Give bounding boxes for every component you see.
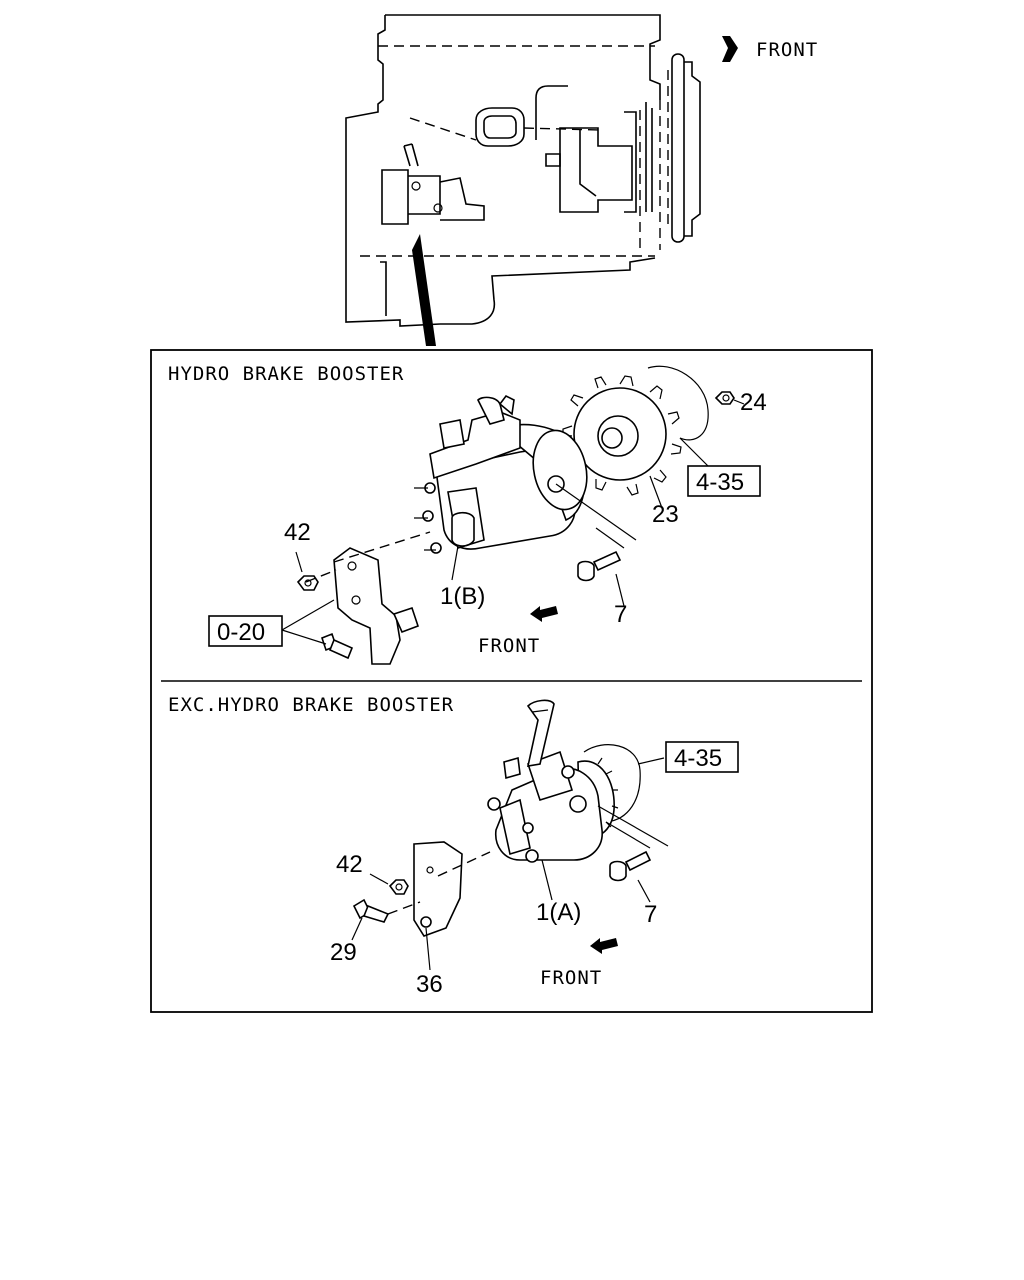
bolt-29 [352, 898, 390, 923]
callout-42-upper: 42 [284, 519, 311, 546]
ref-0-20: 0-20 [217, 619, 265, 646]
nut-24 [714, 391, 735, 405]
callout-42-lower: 42 [336, 851, 363, 878]
hydro-panel-title: HYDRO BRAKE BOOSTER [168, 363, 404, 385]
callout-24: 24 [740, 389, 767, 416]
callout-7-upper: 7 [614, 601, 627, 628]
detail-frame [150, 349, 873, 1013]
ref-4-35-upper: 4-35 [696, 469, 744, 496]
pump-bracket-upper [333, 547, 420, 665]
ref-box-4-35-lower [665, 741, 739, 773]
ref-box-0-20 [208, 615, 283, 647]
bolt-7-upper [577, 550, 622, 582]
ref-box-4-35-upper [687, 465, 761, 497]
gasket-ring-lower [583, 744, 641, 823]
callout-7-lower: 7 [644, 901, 657, 928]
callout-29: 29 [330, 939, 357, 966]
front-arrow-icon-lower [590, 938, 618, 954]
callout-36: 36 [416, 971, 443, 998]
nut-42-lower [388, 879, 409, 895]
gasket-ring [647, 365, 709, 441]
callout-1b: 1(B) [440, 583, 485, 610]
vacuum-pump-1b [414, 394, 588, 554]
idler-gear-23 [562, 375, 682, 496]
front-label-upper: FRONT [478, 635, 540, 657]
front-label-lower: FRONT [540, 967, 602, 989]
callout-23: 23 [652, 501, 679, 528]
top-front-label: FRONT [756, 39, 818, 61]
front-arrow-icon-upper [530, 606, 558, 622]
ref-4-35-lower: 4-35 [674, 745, 722, 772]
bracket-bolt-upper [321, 632, 354, 660]
front-arrow-icon [722, 36, 738, 62]
vacuum-pump-1a [487, 699, 603, 863]
callout-1a: 1(A) [536, 899, 581, 926]
bolt-7-lower [609, 850, 652, 882]
engine-overview-illustration [345, 14, 738, 346]
exc-panel-title: EXC.HYDRO BRAKE BOOSTER [168, 694, 454, 716]
pump-bracket-lower [413, 841, 463, 937]
